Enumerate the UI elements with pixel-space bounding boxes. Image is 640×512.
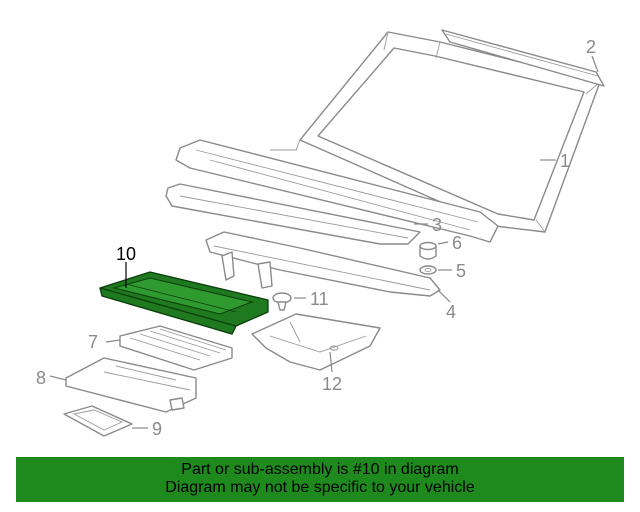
callout-10: 10 (116, 244, 136, 264)
part-9-filter-cover[interactable] (63, 405, 133, 437)
callout-12: 12 (322, 374, 342, 394)
part-12-lower-panel[interactable] (251, 313, 381, 371)
callout-9: 9 (152, 419, 162, 439)
callout-6: 6 (452, 233, 462, 253)
part-6-cap[interactable] (419, 241, 437, 260)
callout-8: 8 (36, 368, 46, 388)
callout-4-leader (437, 289, 451, 303)
callout-12-leader (329, 351, 333, 373)
part-3-cowl-panel[interactable] (165, 139, 499, 245)
callout-6-leader (437, 241, 449, 245)
part-10-highlighted-tray[interactable] (99, 271, 269, 335)
callout-8-leader (49, 375, 67, 381)
callout-2: 2 (586, 37, 596, 57)
banner-line-1: Part or sub-assembly is #10 in diagram (181, 461, 459, 478)
callout-7: 7 (88, 332, 98, 352)
banner-line-2: Diagram may not be specific to your vehi… (165, 479, 475, 496)
part-4-cowl-bracket[interactable] (205, 231, 441, 297)
part-11-push-pin[interactable] (272, 292, 292, 311)
callout-2-leader (591, 55, 599, 73)
callout-5: 5 (456, 261, 466, 281)
part-8-filter-housing[interactable] (65, 357, 197, 413)
callout-7-leader (105, 339, 121, 343)
part-7-air-filter[interactable] (119, 325, 233, 371)
callout-4: 4 (446, 302, 456, 322)
callout-3: 3 (432, 215, 442, 235)
callout-11: 11 (310, 289, 329, 309)
part-2-roof-rail[interactable] (441, 29, 605, 87)
callout-1: 1 (560, 151, 570, 171)
part-5-grommet[interactable] (419, 265, 437, 275)
part-notice-banner: Part or sub-assembly is #10 in diagram D… (16, 457, 624, 502)
